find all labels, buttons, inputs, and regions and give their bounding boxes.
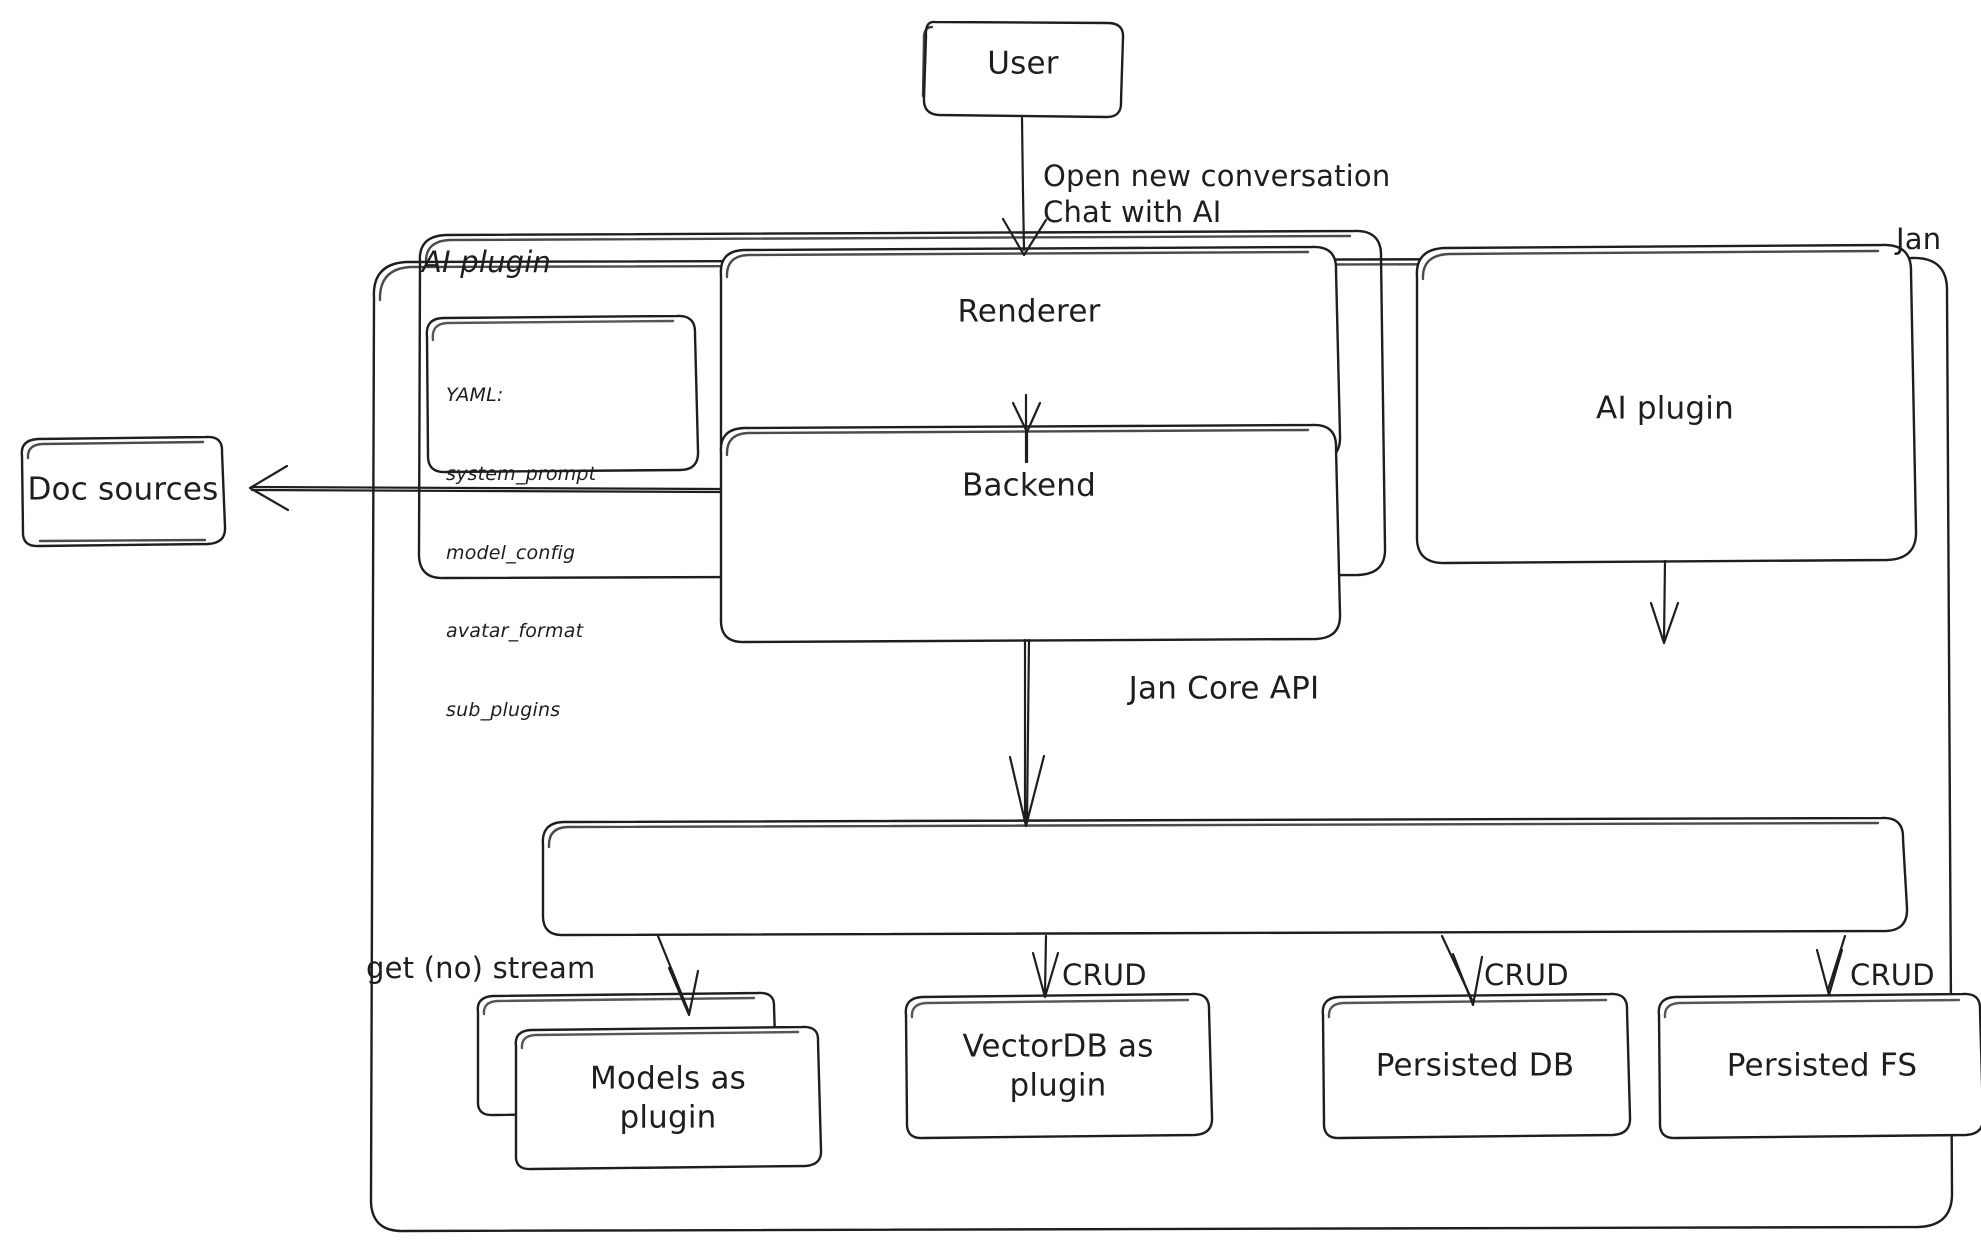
edge-backend-to-doc-sources [248,464,723,512]
yaml-key-model-config: model_config [446,541,576,564]
node-ai-plugin[interactable] [1415,243,1918,565]
node-backend[interactable] [719,423,1342,644]
node-persisted-fs[interactable] [1657,992,1981,1140]
node-vectordb-plugin-label: VectorDB as plugin [962,1028,1154,1103]
node-user[interactable] [921,20,1125,119]
edge-core-to-persisted-fs [1815,934,1847,997]
node-jan-core-api[interactable] [541,816,1909,937]
container-ai-plugin-group [417,229,1387,580]
node-user-label: User [987,45,1059,82]
node-ai-plugin-label: AI plugin [1596,390,1734,427]
edge-core-to-models [656,934,700,1017]
node-doc-sources-label: Doc sources [27,471,219,508]
edge-user-to-renderer [1001,116,1048,257]
node-doc-sources[interactable] [20,435,227,548]
node-vectordb-plugin[interactable] [904,992,1214,1140]
container-ai-plugin-group-label: AI plugin [422,245,552,279]
edge-core-to-vectordb [1031,934,1060,999]
edge-label-core-to-persisted-fs: CRUD [1850,958,1935,992]
yaml-key-avatar-format: avatar_format [446,620,584,643]
edge-backend-to-core [1008,638,1046,828]
yaml-heading: YAML: [446,384,504,407]
yaml-key-sub-plugins: sub_plugins [446,699,561,722]
node-backend-label: Backend [962,467,1096,504]
yaml-card [425,314,700,474]
node-renderer-label: Renderer [957,293,1101,330]
yaml-key-system-prompt: system_prompt [446,463,597,486]
node-models-plugin-label: Models as plugin [589,1060,747,1135]
node-persisted-db-label: Persisted DB [1375,1047,1575,1084]
edge-label-core-to-persisted-db: CRUD [1484,958,1569,992]
yaml-card-content: YAML: system_prompt model_config avatar_… [446,330,596,776]
edge-label-core-to-vectordb: CRUD [1062,958,1147,992]
edge-core-to-persisted-db [1440,934,1484,1007]
edge-label-core-to-models: get (no) stream [366,951,596,985]
edge-renderer-to-backend [1011,393,1042,464]
container-jan-label: Jan [1896,222,1942,256]
edge-ai-plugin-to-core [1649,559,1680,645]
edge-label-user-to-renderer: Open new conversation Chat with AI [1043,159,1391,230]
node-persisted-fs-label: Persisted FS [1726,1047,1918,1084]
node-persisted-db[interactable] [1321,992,1632,1140]
node-jan-core-api-label: Jan Core API [1128,670,1320,707]
container-jan [369,256,1954,1233]
node-models-plugin[interactable] [514,1025,823,1171]
